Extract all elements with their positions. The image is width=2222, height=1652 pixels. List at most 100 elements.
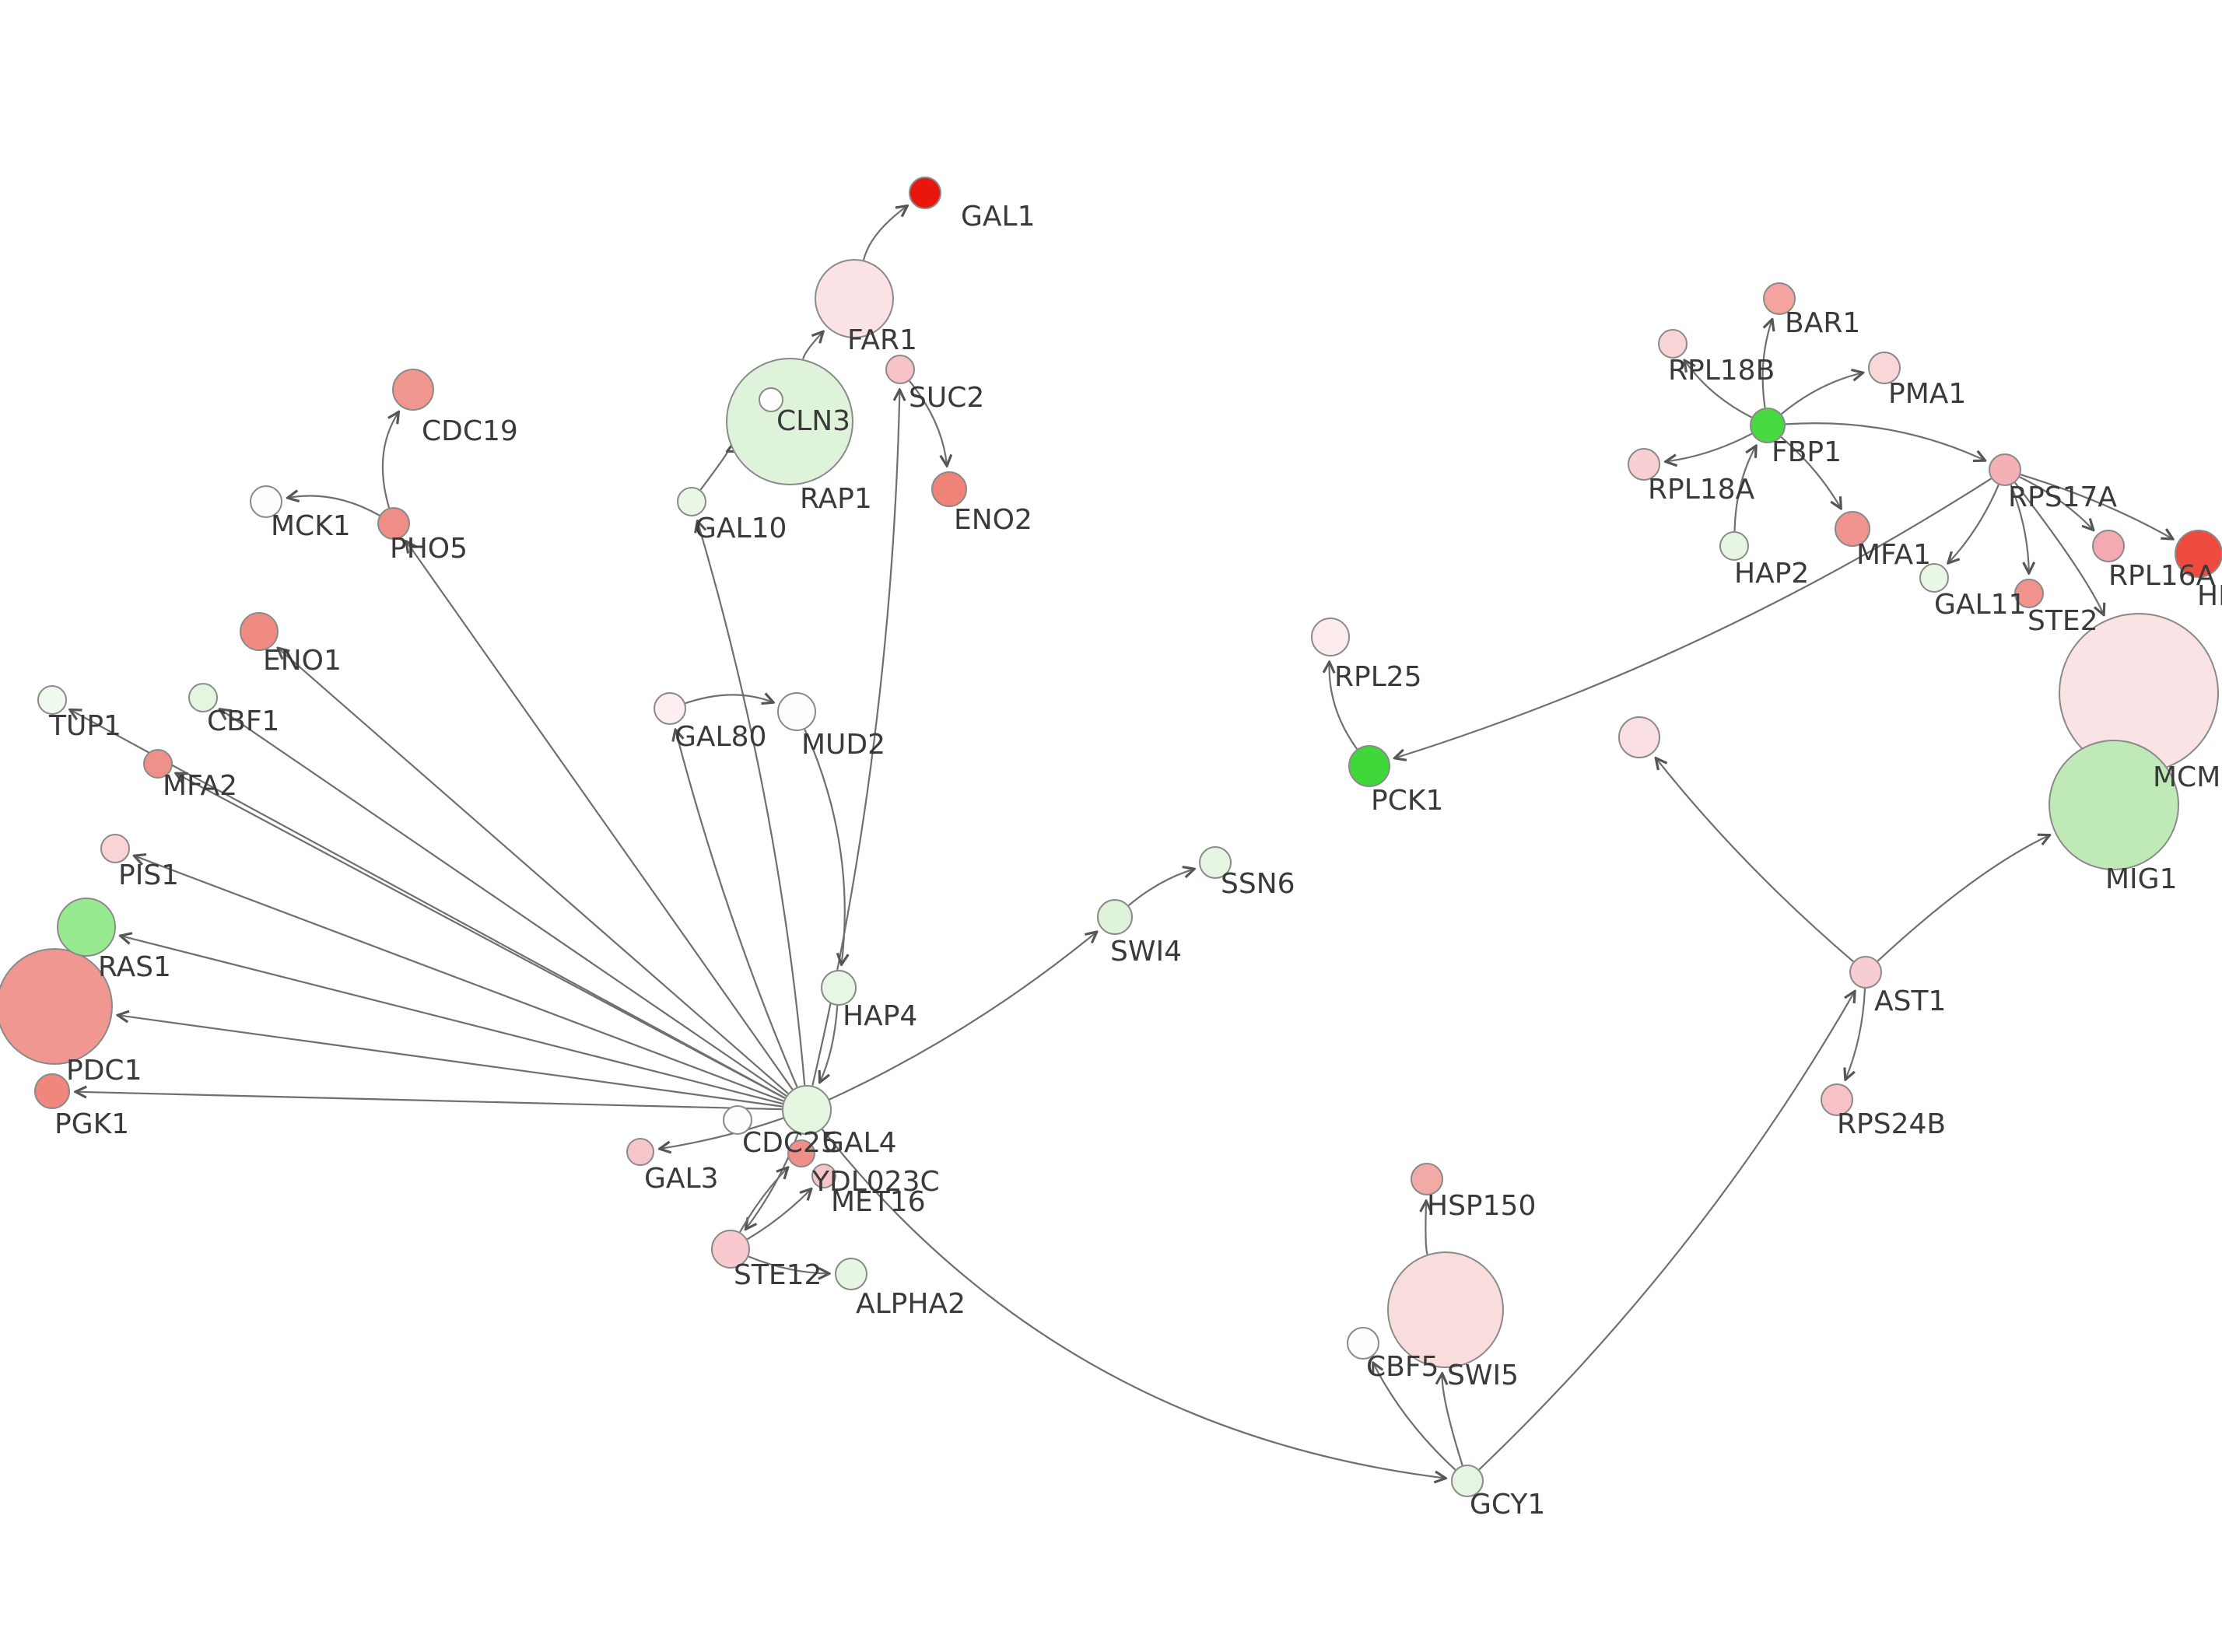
node-RPL18B[interactable]	[1658, 329, 1688, 359]
node-FBP1[interactable]	[1750, 408, 1786, 443]
edge-GAL4-GAL80[interactable]	[675, 730, 798, 1088]
edge-GAL4-PGK1[interactable]	[75, 1092, 783, 1111]
node-FAR1[interactable]	[815, 259, 894, 338]
edge-RPS17A-HIS4[interactable]	[2020, 474, 2173, 539]
node-PGK1[interactable]	[34, 1073, 70, 1109]
node-ENO1[interactable]	[240, 612, 279, 651]
node-RPL16A[interactable]	[2092, 530, 2125, 562]
node-PHO5[interactable]	[377, 507, 410, 540]
edge-HAP4-GAL4[interactable]	[820, 1005, 839, 1083]
node-GAL80[interactable]	[654, 692, 686, 725]
node-GCY1[interactable]	[1451, 1465, 1484, 1497]
node-SWI5[interactable]	[1387, 1251, 1504, 1368]
node-STE2[interactable]	[2014, 579, 2044, 608]
node-CDC25[interactable]	[723, 1105, 752, 1135]
node-TUP1[interactable]	[37, 685, 67, 715]
node-RPL25[interactable]	[1311, 618, 1350, 656]
edge-RAP1-FAR1[interactable]	[802, 331, 823, 360]
edge-FBP1-PMA1[interactable]	[1780, 373, 1863, 415]
node-GAL3[interactable]	[626, 1138, 654, 1166]
edge-FAR1-GAL1[interactable]	[862, 206, 907, 261]
edge-SUC2-ENO2[interactable]	[909, 380, 947, 466]
edge-GAL4-CBF1[interactable]	[220, 709, 787, 1097]
node-MET16[interactable]	[811, 1164, 836, 1188]
node-ALPHA2[interactable]	[835, 1258, 867, 1290]
edge-RPS17A-GAL11[interactable]	[1948, 484, 1999, 563]
edge-PHO5-CDC19[interactable]	[381, 412, 399, 509]
node-HSP150[interactable]	[1411, 1163, 1443, 1195]
edge-RPS17A-MCM1[interactable]	[2014, 481, 2104, 615]
node-MUD2[interactable]	[777, 692, 816, 731]
node-PDC1[interactable]	[0, 948, 113, 1065]
edge-GAL4-PIS1[interactable]	[134, 856, 784, 1102]
node-PCK1[interactable]	[1348, 745, 1390, 787]
edge-GAL4-GCY1[interactable]	[822, 1129, 1446, 1479]
node-CDC19[interactable]	[392, 369, 434, 411]
node-SSN6[interactable]	[1199, 846, 1232, 879]
edge-GAL4-PDC1[interactable]	[117, 1015, 783, 1108]
edge-GAL4-GAL10[interactable]	[697, 521, 806, 1086]
edge-GAL4-ENO1[interactable]	[278, 648, 789, 1094]
edge-FBP1-RPL18A[interactable]	[1666, 432, 1753, 462]
node-AST1[interactable]	[1849, 956, 1882, 989]
node-ENO2[interactable]	[931, 471, 967, 507]
node-CBF1[interactable]	[188, 683, 218, 712]
edge-GAL4-PHO5[interactable]	[406, 541, 794, 1090]
edge-FBP1-MFA1[interactable]	[1780, 436, 1841, 509]
node-BAR1[interactable]	[1763, 282, 1796, 315]
edge-GAL10-RAP1[interactable]	[699, 451, 727, 491]
edge-MUD2-HAP4[interactable]	[804, 729, 844, 964]
node-SUC2[interactable]	[885, 355, 915, 384]
edge-RPS17A-STE2[interactable]	[2010, 485, 2029, 574]
edge-GCY1-SWI5[interactable]	[1442, 1374, 1463, 1466]
edge-GAL4-GAL3[interactable]	[660, 1117, 784, 1150]
edge-GCY1-CBF5[interactable]	[1373, 1363, 1456, 1471]
edge-AST1-RPS24B[interactable]	[1845, 988, 1866, 1080]
node-GAL10[interactable]	[677, 487, 706, 516]
node-MFA2[interactable]	[143, 749, 173, 779]
edge-RPS17A-RPL16A[interactable]	[2019, 476, 2094, 530]
edge-GAL80-MUD2[interactable]	[685, 695, 773, 703]
node-RAS1[interactable]	[57, 898, 116, 957]
edge-AST1-MIG1[interactable]	[1877, 835, 2049, 962]
edge-HAP2-FBP1[interactable]	[1733, 446, 1757, 532]
edge-FBP1-RPL18B[interactable]	[1684, 360, 1752, 418]
edge-STE12-MET16[interactable]	[746, 1188, 811, 1241]
node-MFA1[interactable]	[1835, 511, 1870, 547]
edge-PHO5-MCK1[interactable]	[288, 495, 380, 516]
edge-GAL4-TUP1[interactable]	[70, 709, 786, 1099]
edge-GAL4-MFA2[interactable]	[176, 773, 786, 1099]
node-MIG1[interactable]	[2049, 740, 2179, 870]
node-SWI4[interactable]	[1097, 899, 1133, 935]
node-CBF5[interactable]	[1347, 1327, 1379, 1360]
node-RPL18A[interactable]	[1628, 448, 1660, 481]
node-HAP4[interactable]	[821, 970, 857, 1006]
edge-GAL4-SWI4[interactable]	[829, 932, 1097, 1101]
node-RPS24B[interactable]	[1821, 1083, 1853, 1116]
node-CLN3[interactable]	[759, 387, 783, 412]
edge-SWI5-HSP150[interactable]	[1425, 1201, 1427, 1255]
node-HIS4[interactable]	[2175, 530, 2222, 578]
node-GAL1[interactable]	[909, 177, 941, 209]
edge-GCY1-AST1[interactable]	[1478, 991, 1855, 1471]
edge-GAL4-RAS1[interactable]	[121, 936, 783, 1105]
node-UNNAMED[interactable]	[1618, 716, 1660, 758]
edge-FBP1-RPS17A[interactable]	[1785, 422, 1985, 460]
edge-AST1-UNNAMED[interactable]	[1656, 758, 1854, 963]
edge-RPS17A-PCK1[interactable]	[1394, 478, 1992, 758]
node-RAP1[interactable]	[726, 358, 853, 485]
node-HAP2[interactable]	[1719, 531, 1749, 561]
edge-FBP1-BAR1[interactable]	[1761, 320, 1772, 408]
edge-SWI4-SSN6[interactable]	[1127, 869, 1195, 907]
node-MCK1[interactable]	[250, 485, 282, 518]
edge-STE12-YDL023C[interactable]	[739, 1167, 788, 1233]
edge-STE12-ALPHA2[interactable]	[748, 1255, 829, 1274]
node-PMA1[interactable]	[1868, 352, 1901, 384]
node-PIS1[interactable]	[100, 834, 130, 863]
edge-PCK1-RPL25[interactable]	[1330, 662, 1358, 750]
node-GAL4[interactable]	[782, 1085, 832, 1135]
node-STE12[interactable]	[711, 1230, 750, 1269]
node-YDL023C[interactable]	[787, 1139, 815, 1167]
